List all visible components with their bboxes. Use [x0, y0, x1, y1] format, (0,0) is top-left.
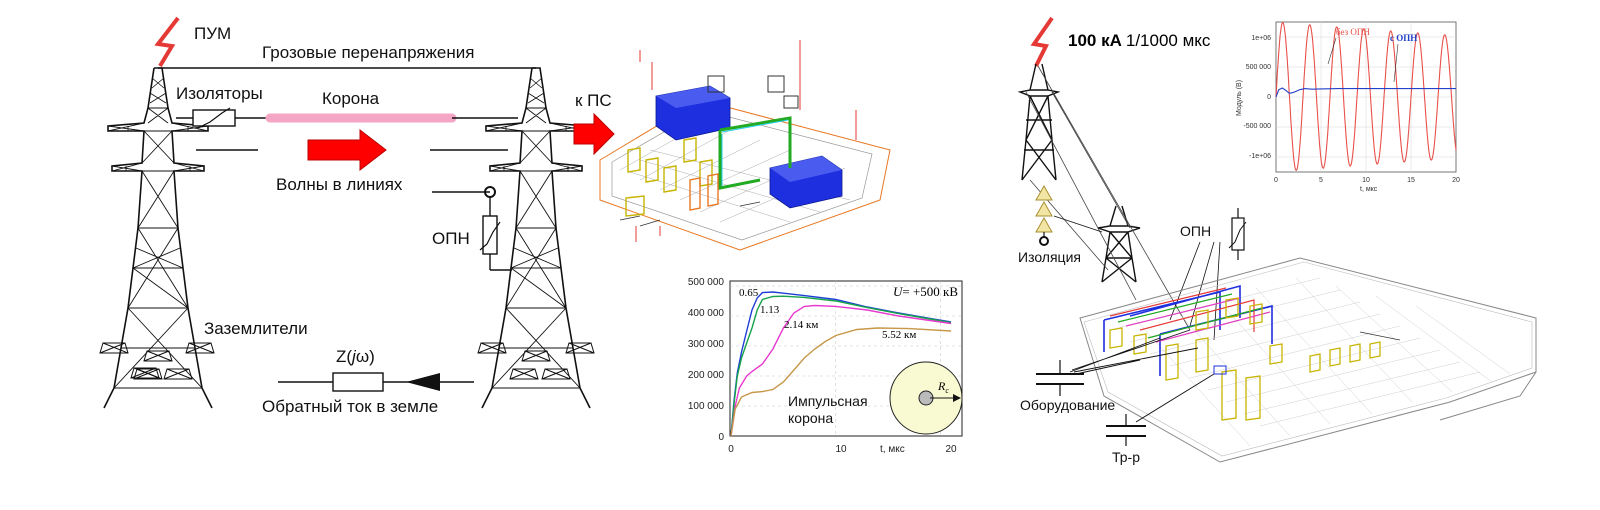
corona-label: Корона: [322, 89, 380, 108]
arrester-x-tick: 15: [1407, 177, 1415, 184]
arrester-y-tick: 1e+06: [1251, 35, 1271, 42]
overvoltage-title: Грозовые перенапряжения: [262, 43, 474, 62]
corona-series-line: [730, 295, 952, 437]
arrester-y-tick: -500 000: [1243, 123, 1271, 130]
left-lightning-bolt-icon: [154, 16, 180, 68]
equipment-label: Оборудование: [1020, 397, 1115, 413]
corona-chart: 500 000 400 000 300 000 200 000 100 000 …: [688, 277, 963, 455]
corona-voltage-label: U= +500 кВ: [893, 284, 958, 299]
arrester-x-axis-label: t, мкс: [1360, 186, 1378, 193]
corona-y-tick: 0: [718, 432, 724, 443]
arrester-chart: 1e+06 500 000 0 -500 000 -1e+06 0 5 10 1…: [1236, 21, 1460, 193]
return-current-label: Обратный ток в земле: [262, 397, 438, 416]
insulation-string-icon: [1035, 184, 1103, 246]
corona-y-tick: 500 000: [688, 277, 725, 288]
corona-y-tick: 100 000: [688, 401, 725, 412]
arrester-x-ticks: 0 5 10 15 20: [1274, 177, 1460, 184]
insulator-icon: [176, 107, 268, 129]
corona-series-label: 1.13: [760, 304, 780, 316]
arrester-series-label: без ОПН: [1336, 27, 1370, 37]
arrester-series-pointer: [1327, 37, 1337, 65]
arrester-y-tick: 0: [1267, 94, 1271, 101]
insulation-label: Изоляция: [1018, 249, 1081, 265]
impedance-label: Z(jω): [336, 347, 375, 366]
insulators-label: Изоляторы: [176, 84, 263, 103]
arrester-y-tick: -1e+06: [1249, 153, 1271, 160]
line-waves-label: Волны в линиях: [276, 175, 403, 194]
corona-y-ticks: 500 000 400 000 300 000 200 000 100 000 …: [688, 277, 725, 443]
to-substation-label: к ПС: [575, 91, 612, 110]
equipment-capacitor-icon: [1036, 329, 1199, 396]
corona-y-tick: 200 000: [688, 370, 725, 381]
substation-3d-model: [599, 40, 891, 251]
right-tower-tall: [1017, 63, 1061, 181]
transformer-label: Тр-р: [1112, 449, 1140, 465]
right-tower-short: [1097, 205, 1141, 283]
corona-x-tick: 10: [835, 444, 847, 455]
arrester-series-pointer: [1393, 43, 1399, 83]
arrester-series-group: [1275, 21, 1457, 171]
earth-impedance-icon: [278, 372, 474, 392]
right-surge-arrester-icon: [1169, 208, 1247, 341]
arrester-x-tick: 0: [1274, 177, 1278, 184]
arrester-y-ticks: 1e+06 500 000 0 -500 000 -1e+06: [1243, 35, 1271, 160]
arrester-x-tick: 5: [1319, 177, 1323, 184]
line-conductors: [1025, 65, 1191, 331]
corona-x-ticks: 0 10 20: [728, 444, 957, 455]
corona-series-label: 2.14 км: [784, 319, 818, 331]
corona-x-tick: 0: [728, 444, 734, 455]
right-tower: [481, 67, 591, 409]
arrester-y-tick: 500 000: [1246, 64, 1271, 71]
surge-arrester-icon: [479, 186, 512, 271]
arrester-x-tick: 10: [1362, 177, 1370, 184]
corona-series-label: 5.52 км: [882, 329, 916, 341]
corona-x-axis-label: t, мкс: [880, 444, 905, 455]
arrester-x-tick: 20: [1452, 177, 1460, 184]
arrester-series-line: [1275, 21, 1457, 171]
left-surge-arrester-label: ОПН: [432, 229, 470, 248]
impulse-corona-label-line2: корона: [788, 410, 833, 426]
to-substation-arrow-icon: [573, 112, 615, 156]
corona-series-line: [730, 327, 952, 437]
corona-series-group: [730, 291, 952, 437]
substation-grid-3d: [1079, 257, 1537, 463]
conductor-cross-section-icon: [889, 361, 963, 435]
grounding-footings-left: [99, 342, 215, 380]
corona-series-label: 0.65: [739, 287, 759, 299]
corona-y-tick: 400 000: [688, 308, 725, 319]
right-surge-arrester-label: ОПН: [1180, 223, 1211, 239]
radius-label: Rc: [937, 379, 949, 395]
arrester-series-line: [1275, 87, 1456, 98]
lightning-label: ПУМ: [194, 24, 231, 43]
arrester-y-axis-label: Модуль (В): [1236, 80, 1243, 116]
grounding-label: Заземлители: [204, 319, 308, 338]
right-lightning-bolt-icon: [1030, 16, 1054, 67]
impulse-corona-label-line1: Импульсная: [788, 393, 868, 409]
corona-x-tick: 20: [945, 444, 957, 455]
corona-y-tick: 300 000: [688, 339, 725, 350]
arrester-series-label: с ОПН: [1390, 33, 1417, 43]
corona-series-line: [730, 304, 952, 437]
transformer-capacitor-icon: [1106, 373, 1215, 446]
wave-direction-arrow-icon: [307, 128, 387, 172]
